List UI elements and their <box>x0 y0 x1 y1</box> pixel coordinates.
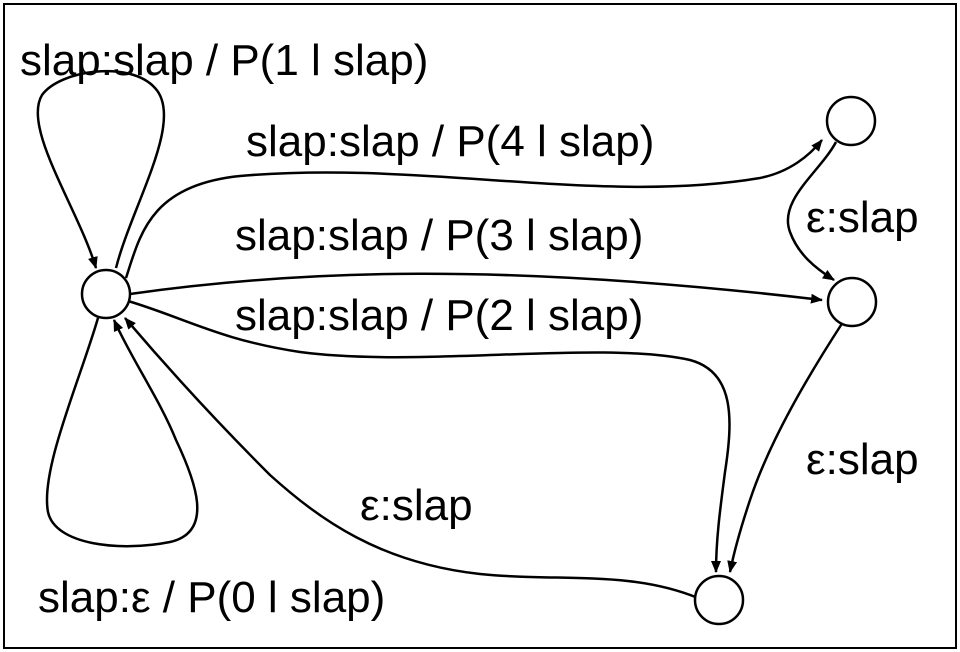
label-start-to-bottom: slap:slap / P(2 l slap) <box>235 291 643 340</box>
edge-self-loop-bottom <box>45 317 199 548</box>
state-upper-right <box>825 95 877 147</box>
state-bottom <box>693 574 745 626</box>
edge-self-loop-top <box>36 69 166 269</box>
label-start-to-upper-right: slap:slap / P(4 l slap) <box>246 117 654 166</box>
state-middle-right <box>826 276 878 328</box>
label-bottom-to-start: ε:slap <box>360 481 473 530</box>
label-self-loop-top: slap:slap / P(1 l slap) <box>20 36 428 85</box>
edge-start-to-upper-right <box>124 139 823 279</box>
state-start <box>80 268 132 320</box>
edge-start-to-middle-right <box>129 272 823 304</box>
edge-upper-right-to-middle-right <box>786 141 838 282</box>
edge-middle-right-to-bottom <box>727 321 845 573</box>
edge-bottom-to-start <box>124 317 699 600</box>
label-upper-right-to-middle-right: ε:slap <box>806 193 919 242</box>
edge-start-to-bottom <box>127 299 731 573</box>
label-start-to-middle-right: slap:slap / P(3 l slap) <box>235 211 643 260</box>
diagram-frame <box>3 3 957 649</box>
label-self-loop-bottom: slap:ε / P(0 l slap) <box>38 573 385 622</box>
label-middle-right-to-bottom: ε:slap <box>806 435 919 484</box>
